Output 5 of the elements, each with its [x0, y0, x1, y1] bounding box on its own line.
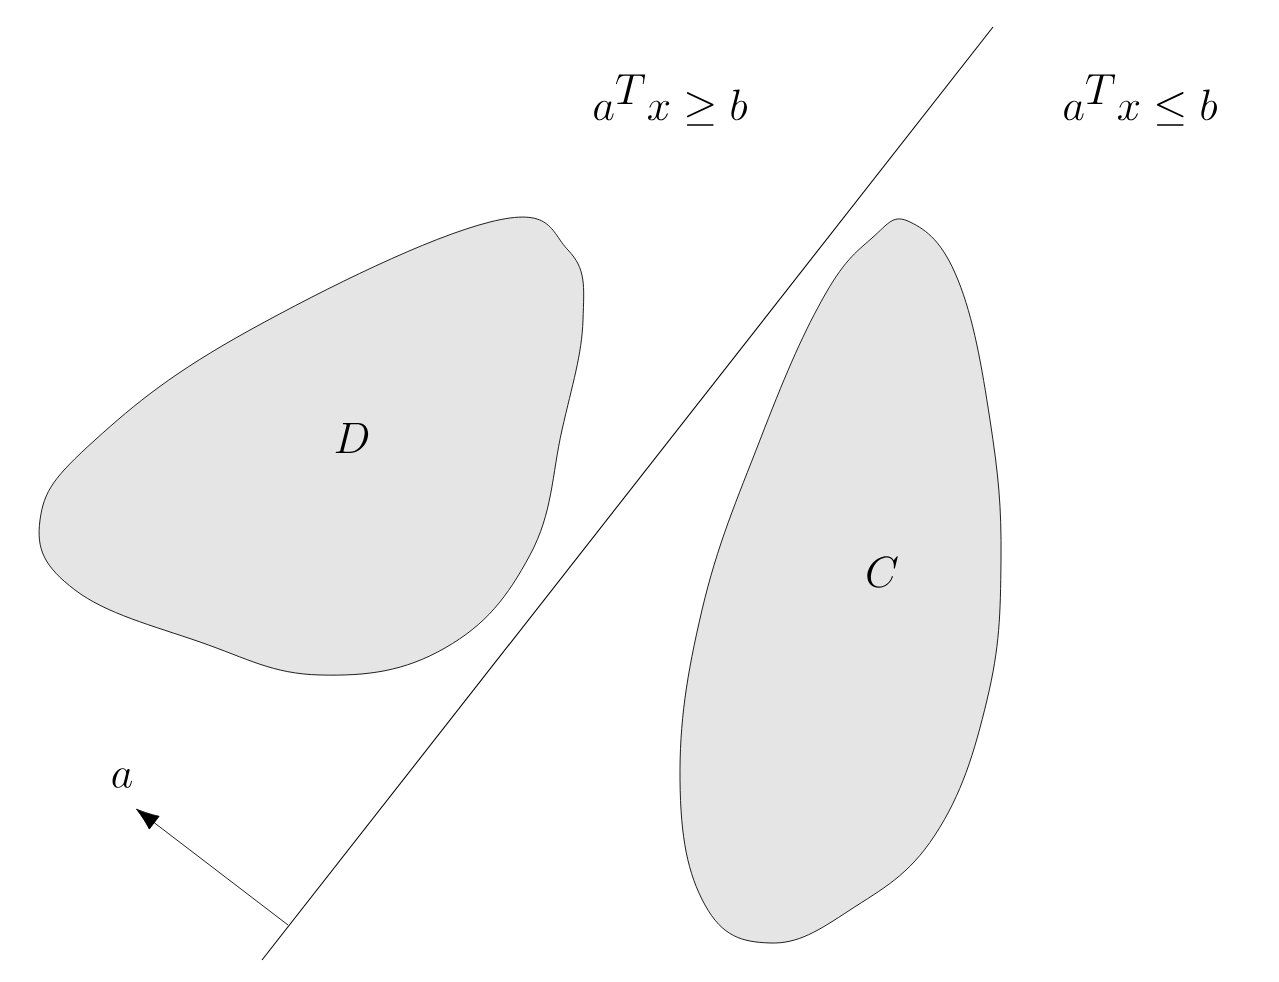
convex-set-region: $D$ — [38, 216, 585, 676]
math-label: $a^T x \geq b$ — [594, 74, 747, 126]
math-label: $a^T x \leq b$ — [1064, 74, 1217, 126]
math-label: $a$ — [112, 768, 132, 788]
convex-set-region: $C$ — [679, 218, 1002, 944]
